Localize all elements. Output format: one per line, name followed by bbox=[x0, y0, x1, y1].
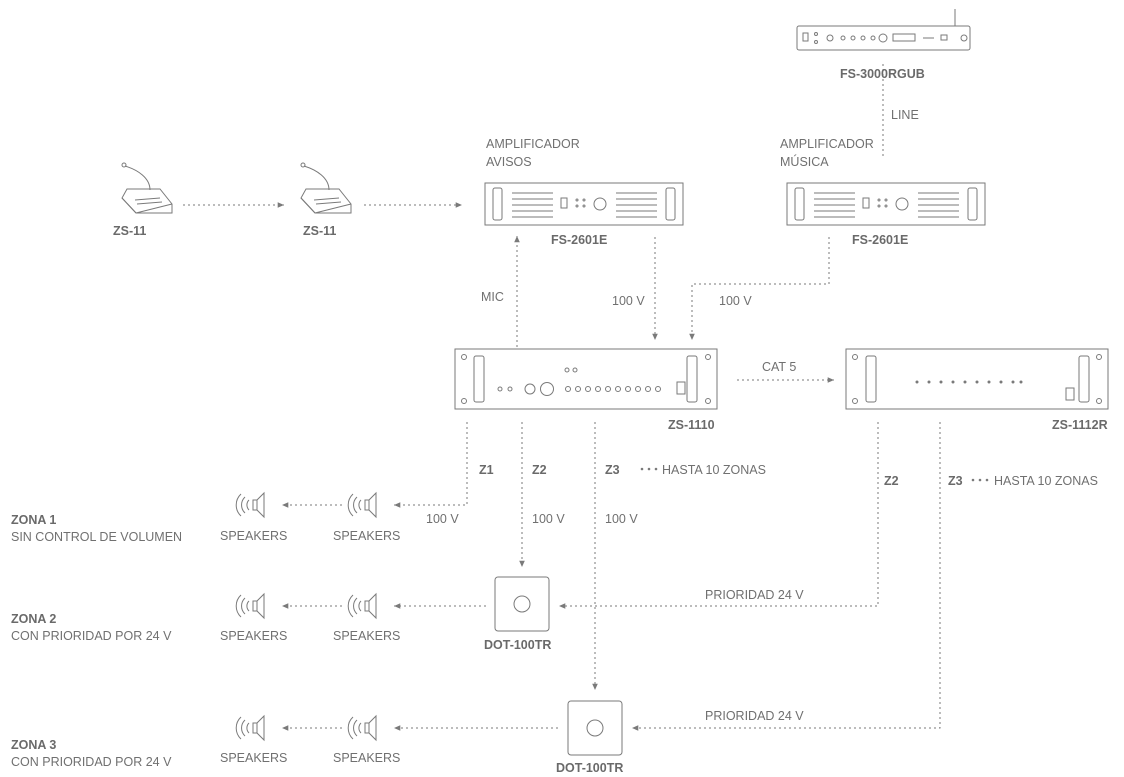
connection-lines bbox=[183, 64, 941, 731]
matrix-label: ZS-1110 bbox=[668, 418, 715, 432]
speaker-icon bbox=[347, 714, 377, 742]
dot-device-1 bbox=[494, 576, 550, 632]
dot-1-label: DOT-100TR bbox=[484, 638, 552, 652]
link-100v-b: 100 V bbox=[719, 294, 752, 308]
mic-link-label: MIC bbox=[481, 290, 504, 304]
speaker-label: SPEAKERS bbox=[220, 629, 288, 643]
prioridad-label-2: PRIORIDAD 24 V bbox=[705, 709, 804, 723]
z1-label: Z1 bbox=[479, 463, 494, 477]
zone-1: ZONA 1 SIN CONTROL DE VOLUMEN bbox=[11, 512, 182, 546]
speaker-icon bbox=[235, 714, 265, 742]
mic-1-label: ZS-11 bbox=[113, 224, 147, 238]
speaker-label: SPEAKERS bbox=[333, 629, 401, 643]
amp-avisos-title-2: AVISOS bbox=[486, 155, 532, 169]
speaker-label: SPEAKERS bbox=[333, 529, 401, 543]
prioridad-label-1: PRIORIDAD 24 V bbox=[705, 588, 804, 602]
amp-musica-label: FS-2601E bbox=[852, 233, 909, 247]
zone-2-name: ZONA 2 bbox=[11, 612, 57, 626]
hasta-label-1: HASTA 10 ZONAS bbox=[662, 463, 766, 477]
zone-1-desc: SIN CONTROL DE VOLUMEN bbox=[11, 529, 183, 544]
amp-avisos-device bbox=[484, 182, 684, 226]
ext-z3-label: Z3 bbox=[948, 474, 963, 488]
z2-label: Z2 bbox=[532, 463, 547, 477]
hasta-label-2: HASTA 10 ZONAS bbox=[994, 474, 1098, 488]
mic-2-label: ZS-11 bbox=[303, 224, 337, 238]
zone-3-desc: CON PRIORIDAD POR 24 V bbox=[11, 754, 172, 769]
z3-label: Z3 bbox=[605, 463, 620, 477]
mic-device-1 bbox=[121, 162, 173, 214]
zone-3: ZONA 3 CON PRIORIDAD POR 24 V bbox=[11, 737, 171, 771]
speaker-icon bbox=[235, 592, 265, 620]
speaker-label: SPEAKERS bbox=[220, 529, 288, 543]
link-100v-a: 100 V bbox=[612, 294, 645, 308]
zone-3-name: ZONA 3 bbox=[11, 738, 57, 752]
amp-musica-title-1: AMPLIFICADOR bbox=[780, 137, 874, 151]
ellipsis-dots bbox=[640, 467, 989, 482]
player-device bbox=[796, 9, 971, 51]
amp-avisos-title-1: AMPLIFICADOR bbox=[486, 137, 580, 151]
speaker-icon bbox=[235, 491, 265, 519]
dot-2-label: DOT-100TR bbox=[556, 761, 624, 775]
z2-100v: 100 V bbox=[532, 512, 565, 526]
matrix-device bbox=[454, 348, 718, 410]
amp-musica-device bbox=[786, 182, 986, 226]
zone-2-desc: CON PRIORIDAD POR 24 V bbox=[11, 628, 172, 643]
mic-device-2 bbox=[300, 162, 352, 214]
z1-100v: 100 V bbox=[426, 512, 459, 526]
player-label: FS-3000RGUB bbox=[840, 67, 925, 81]
amp-musica-title-2: MÚSICA bbox=[780, 155, 829, 169]
zone-1-name: ZONA 1 bbox=[11, 513, 57, 527]
ext-z2-label: Z2 bbox=[884, 474, 899, 488]
z3-100v: 100 V bbox=[605, 512, 638, 526]
speaker-icon bbox=[347, 592, 377, 620]
extension-device bbox=[845, 348, 1109, 410]
speaker-label: SPEAKERS bbox=[220, 751, 288, 765]
dot-device-2 bbox=[567, 700, 623, 756]
speaker-icon bbox=[347, 491, 377, 519]
line-label: LINE bbox=[891, 108, 919, 122]
zone-2: ZONA 2 CON PRIORIDAD POR 24 V bbox=[11, 611, 171, 645]
cat5-label: CAT 5 bbox=[762, 360, 797, 374]
extension-label: ZS-1112R bbox=[1052, 418, 1108, 432]
speaker-label: SPEAKERS bbox=[333, 751, 401, 765]
amp-avisos-label: FS-2601E bbox=[551, 233, 608, 247]
